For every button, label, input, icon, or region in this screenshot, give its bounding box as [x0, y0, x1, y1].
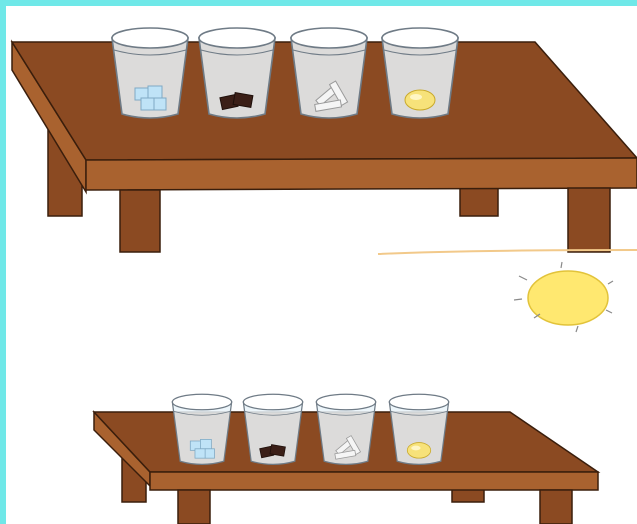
sun-icon: [378, 250, 637, 332]
sun-disc: [528, 271, 608, 325]
bottom-table-front-edge: [150, 472, 598, 490]
butter-icon: [405, 90, 435, 110]
top-table-front-edge: [86, 158, 637, 190]
top-cup-chocolate: [199, 28, 275, 118]
cup-rim: [243, 394, 302, 410]
bottom-cup-ice: [172, 394, 231, 464]
cup-rim: [199, 28, 275, 48]
top-cup-chalk: [291, 28, 367, 118]
cup-rim: [389, 394, 448, 410]
cup-rim: [112, 28, 188, 48]
butter-icon: [407, 443, 430, 459]
top-table-front-leg-right: [568, 188, 610, 252]
bottom-cup-chalk: [316, 394, 375, 464]
cup-rim: [316, 394, 375, 410]
cup-rim: [291, 28, 367, 48]
bottom-cup-butter: [389, 394, 448, 464]
bottom-cup-chocolate: [243, 394, 302, 464]
top-cup-butter: [382, 28, 458, 118]
bottom-table-front-leg-right: [540, 490, 572, 524]
cup-rim: [172, 394, 231, 410]
bottom-table-front-leg-left: [178, 490, 210, 524]
top-table-front-leg-left: [120, 190, 160, 252]
cup-rim: [382, 28, 458, 48]
top-cup-ice: [112, 28, 188, 118]
